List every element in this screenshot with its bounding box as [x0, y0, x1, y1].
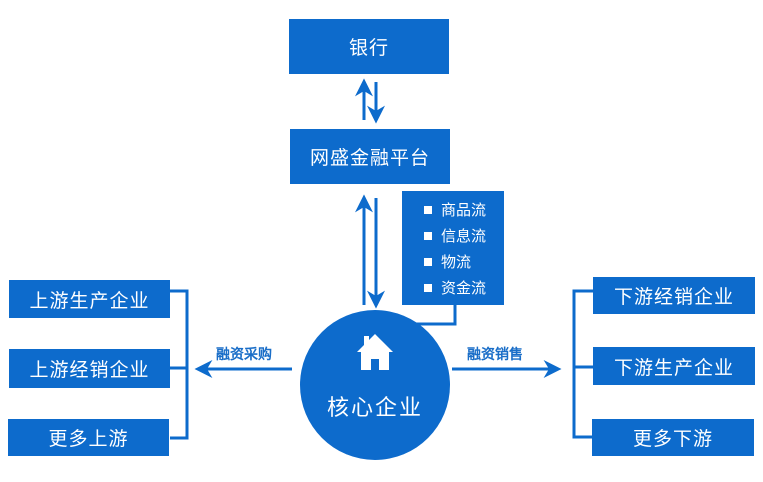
upstream-item: 上游生产企业 — [9, 280, 170, 318]
house-icon — [357, 334, 393, 370]
flow-item: 资金流 — [424, 277, 486, 298]
downstream-arrow-label: 融资销售 — [467, 347, 523, 363]
flow-label: 信息流 — [441, 227, 487, 245]
bullet-icon — [424, 257, 432, 266]
bullet-icon — [424, 231, 432, 240]
flow-item: 商品流 — [424, 199, 486, 220]
upstream-arrow-label: 融资采购 — [216, 347, 272, 363]
flow-label: 资金流 — [441, 279, 487, 297]
bank-node: 银行 — [289, 19, 449, 74]
downstream-item: 更多下游 — [592, 419, 754, 456]
flow-connector — [408, 305, 457, 326]
flow-list: 商品流 信息流 物流 资金流 — [402, 191, 504, 305]
core-enterprise-node: 核心企业 — [300, 310, 450, 460]
upstream-item: 上游经销企业 — [9, 349, 170, 388]
downstream-bracket — [572, 289, 595, 439]
flow-item: 物流 — [424, 251, 471, 272]
flow-item: 信息流 — [424, 225, 486, 246]
upstream-item: 更多上游 — [8, 419, 169, 456]
bullet-icon — [424, 283, 432, 292]
core-label: 核心企业 — [326, 396, 423, 421]
bullet-icon — [424, 205, 432, 214]
platform-node: 网盛金融平台 — [290, 129, 450, 184]
downstream-item: 下游经销企业 — [593, 277, 755, 314]
upstream-bracket — [170, 289, 189, 440]
flow-label: 物流 — [441, 253, 472, 271]
flow-label: 商品流 — [441, 201, 487, 219]
downstream-item: 下游生产企业 — [593, 347, 755, 385]
